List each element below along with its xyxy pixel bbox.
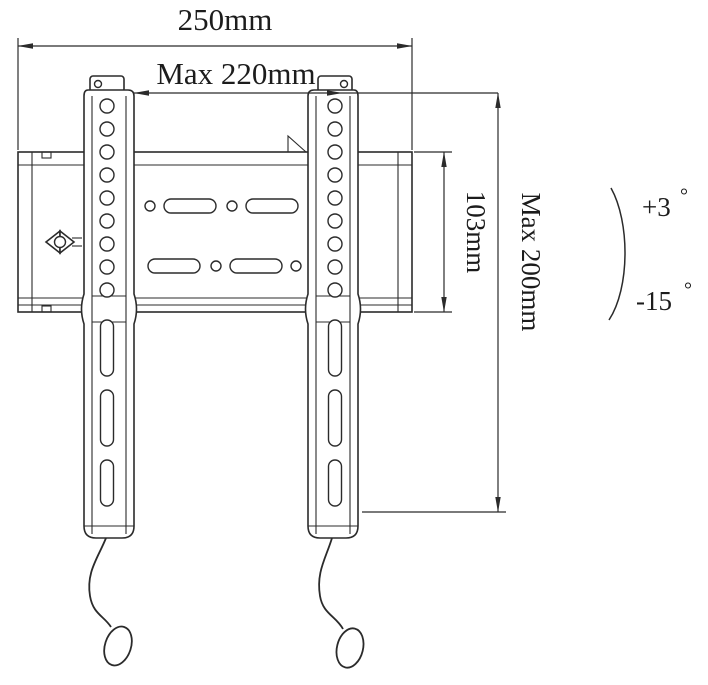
tilt-down-degree-icon: ° <box>684 279 692 301</box>
mounting-slot <box>147 258 201 274</box>
dimension-overall-width: 250mm <box>17 2 413 150</box>
tilt-down-label: -15 <box>636 286 672 316</box>
vesa-hole <box>327 213 343 229</box>
vesa-hole <box>99 259 115 275</box>
vesa-slot <box>327 319 343 377</box>
vesa-slot <box>327 389 343 447</box>
vesa-hole <box>99 167 115 183</box>
vesa-hole <box>99 190 115 206</box>
mounting-hole <box>144 200 156 212</box>
dimension-label-max-width: Max 220mm <box>156 56 315 91</box>
right-bracket-slots <box>327 319 343 507</box>
right-bracket <box>304 75 362 539</box>
mounting-slot <box>245 198 299 214</box>
tilt-knob <box>44 229 82 255</box>
left-bracket-holes <box>99 98 115 298</box>
wall-plate-slots <box>144 198 302 274</box>
vesa-hole <box>327 167 343 183</box>
vesa-slot <box>99 389 115 447</box>
tilt-up-label: +3 <box>642 192 671 222</box>
dimension-plate-height: 103mm <box>414 151 491 313</box>
dimension-label-plate-height: 103mm <box>461 191 491 274</box>
plate-notch <box>41 151 52 159</box>
vesa-slot <box>327 459 343 507</box>
dimension-max-width: Max 220mm <box>133 56 498 96</box>
vesa-hole <box>327 121 343 137</box>
vesa-slot <box>99 459 115 507</box>
pull-string-left <box>88 537 133 667</box>
plate-corner-flap <box>287 134 307 153</box>
string-cord <box>318 537 344 630</box>
left-bracket-slots <box>99 319 115 507</box>
dimension-label-overall-width: 250mm <box>178 2 273 37</box>
right-bracket-holes <box>327 98 343 298</box>
string-ring <box>335 627 365 669</box>
left-bracket <box>80 75 138 539</box>
mounting-hole <box>290 260 302 272</box>
vesa-hole <box>99 213 115 229</box>
dimension-label-max-height: Max 200mm <box>516 193 546 332</box>
vesa-hole <box>99 236 115 252</box>
string-ring <box>103 625 133 667</box>
tilt-up-degree-icon: ° <box>680 185 688 207</box>
vesa-hole <box>99 121 115 137</box>
mounting-hole <box>210 260 222 272</box>
vesa-hole <box>327 144 343 160</box>
tilt-knob-hub <box>53 235 67 249</box>
vesa-hole <box>327 282 343 298</box>
pull-string-right <box>318 537 365 669</box>
vesa-hole <box>327 236 343 252</box>
vesa-slot <box>99 319 115 377</box>
string-cord <box>88 537 112 628</box>
mounting-hole <box>226 200 238 212</box>
plate-notch <box>41 305 52 313</box>
vesa-hole <box>327 259 343 275</box>
right-bracket-body <box>304 89 362 539</box>
vesa-hole <box>327 190 343 206</box>
left-safety-pin-hole <box>93 79 103 89</box>
vesa-hole <box>327 98 343 114</box>
vesa-hole <box>99 144 115 160</box>
mounting-slot <box>163 198 217 214</box>
dimension-max-height: Max 200mm <box>362 92 546 513</box>
left-bracket-body <box>80 89 138 539</box>
right-safety-pin-hole <box>339 79 349 89</box>
mounting-slot <box>229 258 283 274</box>
vesa-hole <box>99 98 115 114</box>
vesa-hole <box>99 282 115 298</box>
tilt-indicator: +3 ° -15 ° <box>608 185 692 321</box>
tilt-arc <box>608 187 626 321</box>
